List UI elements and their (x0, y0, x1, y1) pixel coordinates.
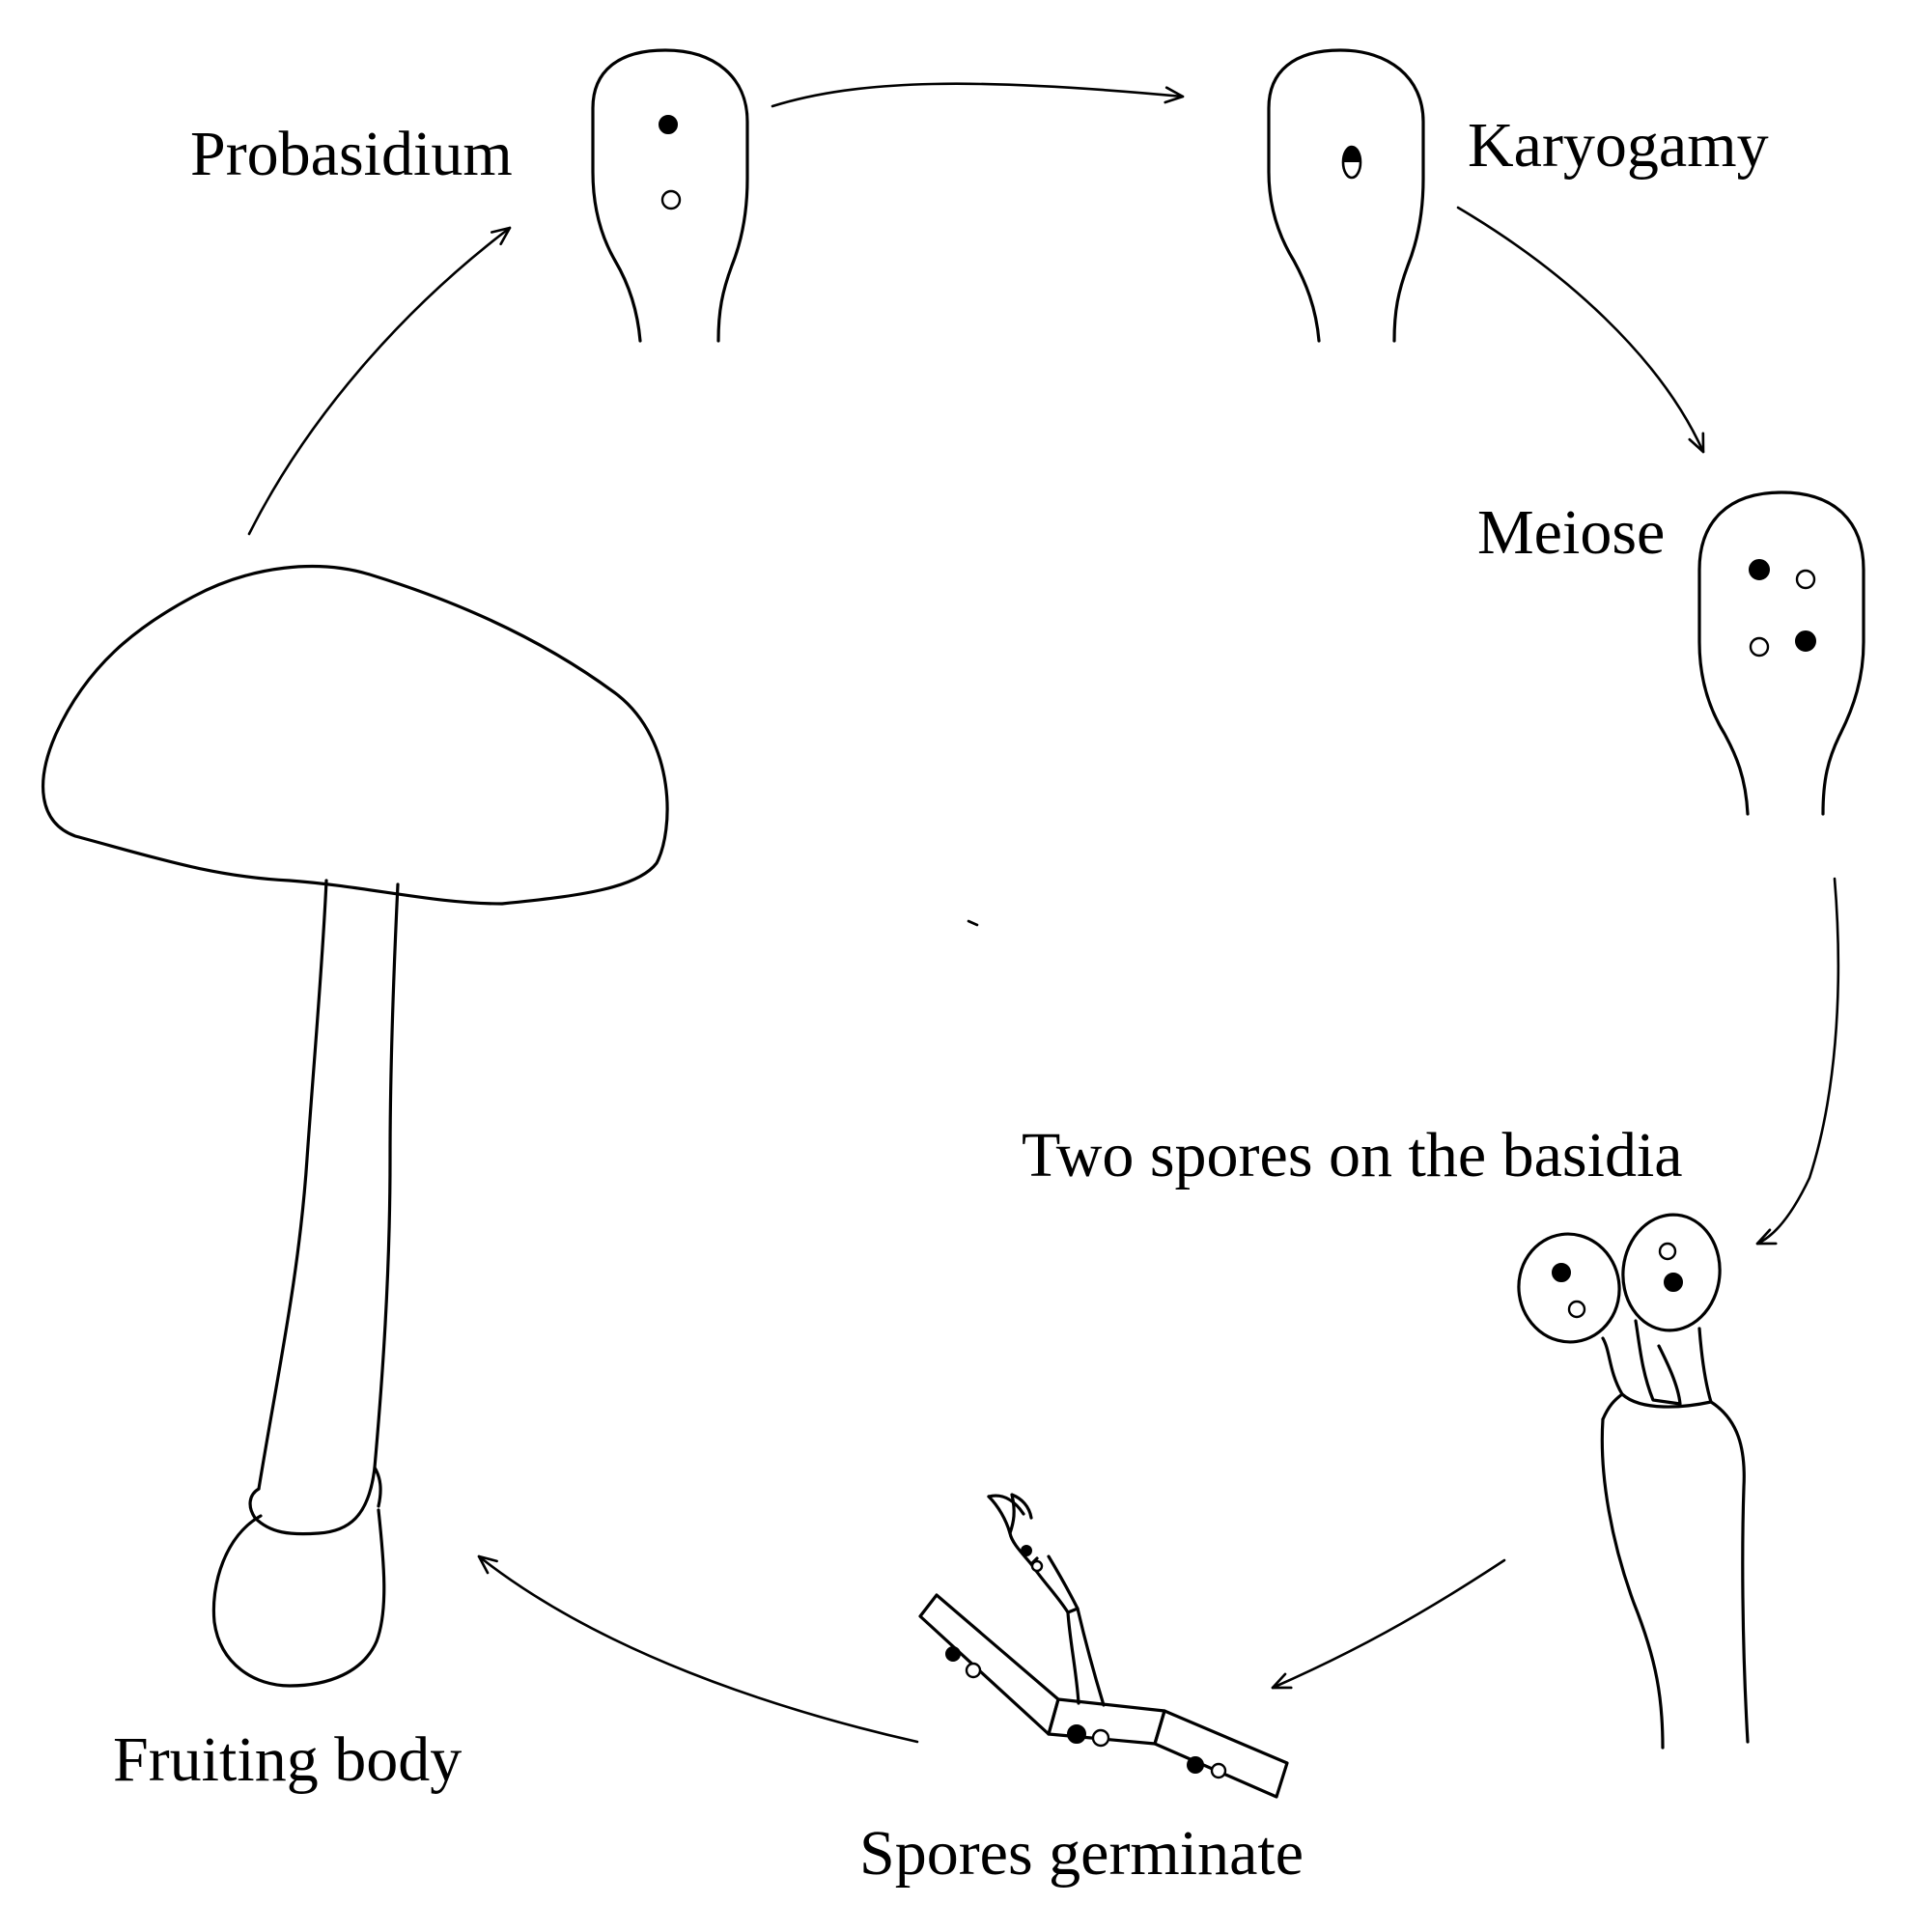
mushroom-ring (248, 1466, 382, 1536)
light-nucleus (1795, 569, 1816, 590)
dark-nucleus (945, 1646, 961, 1662)
arrow-meiose-to-two-spores (1755, 877, 1840, 1246)
light-nucleus (965, 1662, 982, 1679)
probasidium-label: Probasidium (190, 119, 513, 189)
arrow-karyogamy-to-meiose (1456, 206, 1705, 454)
probasidium-cell (591, 48, 749, 343)
dark-nucleus (1664, 1273, 1683, 1292)
light-nucleus (1091, 1728, 1110, 1748)
two-spores-label: Two spores on the basidia (1022, 1120, 1683, 1190)
light-nucleus (1658, 1242, 1677, 1261)
spores-germinate-label: Spores germinate (859, 1818, 1304, 1889)
light-nucleus (660, 189, 682, 210)
arrow-germinate-to-fruiting-body (477, 1554, 919, 1744)
arrow-two-spores-to-germinate (1271, 1558, 1506, 1690)
dark-nucleus (659, 115, 678, 134)
dark-nucleus (1795, 630, 1816, 652)
stray-mark (967, 919, 979, 927)
light-nucleus (1749, 636, 1770, 658)
karyogamy-cell (1267, 48, 1425, 343)
basidium-with-spores (1517, 1213, 1750, 1750)
dark-nucleus (1021, 1545, 1032, 1556)
meiose-label: Meiose (1477, 497, 1666, 568)
right-spore (1621, 1213, 1722, 1332)
dark-nucleus (1187, 1756, 1204, 1774)
mushroom-stem-right (373, 882, 400, 1470)
dark-nucleus (1749, 559, 1770, 580)
light-nucleus (1567, 1300, 1586, 1319)
fused-nucleus (1341, 145, 1362, 180)
mushroom-volva (211, 1508, 386, 1688)
mushroom-cap (42, 564, 669, 906)
arrow-probasidium-to-karyogamy (771, 82, 1185, 108)
mushroom-stem-left (257, 879, 328, 1491)
germinating-spores (918, 1493, 1289, 1799)
dark-nucleus (1552, 1263, 1571, 1282)
left-spore (1517, 1232, 1621, 1344)
karyogamy-label: Karyogamy (1468, 110, 1769, 181)
fruiting-body-label: Fruiting body (113, 1724, 463, 1795)
mushroom (42, 564, 669, 1688)
meiose-cell (1697, 490, 1865, 816)
dark-nucleus (1067, 1724, 1086, 1744)
light-nucleus (1210, 1762, 1227, 1779)
arrow-fruiting-body-to-probasidium (247, 226, 512, 536)
light-nucleus (1030, 1559, 1044, 1573)
